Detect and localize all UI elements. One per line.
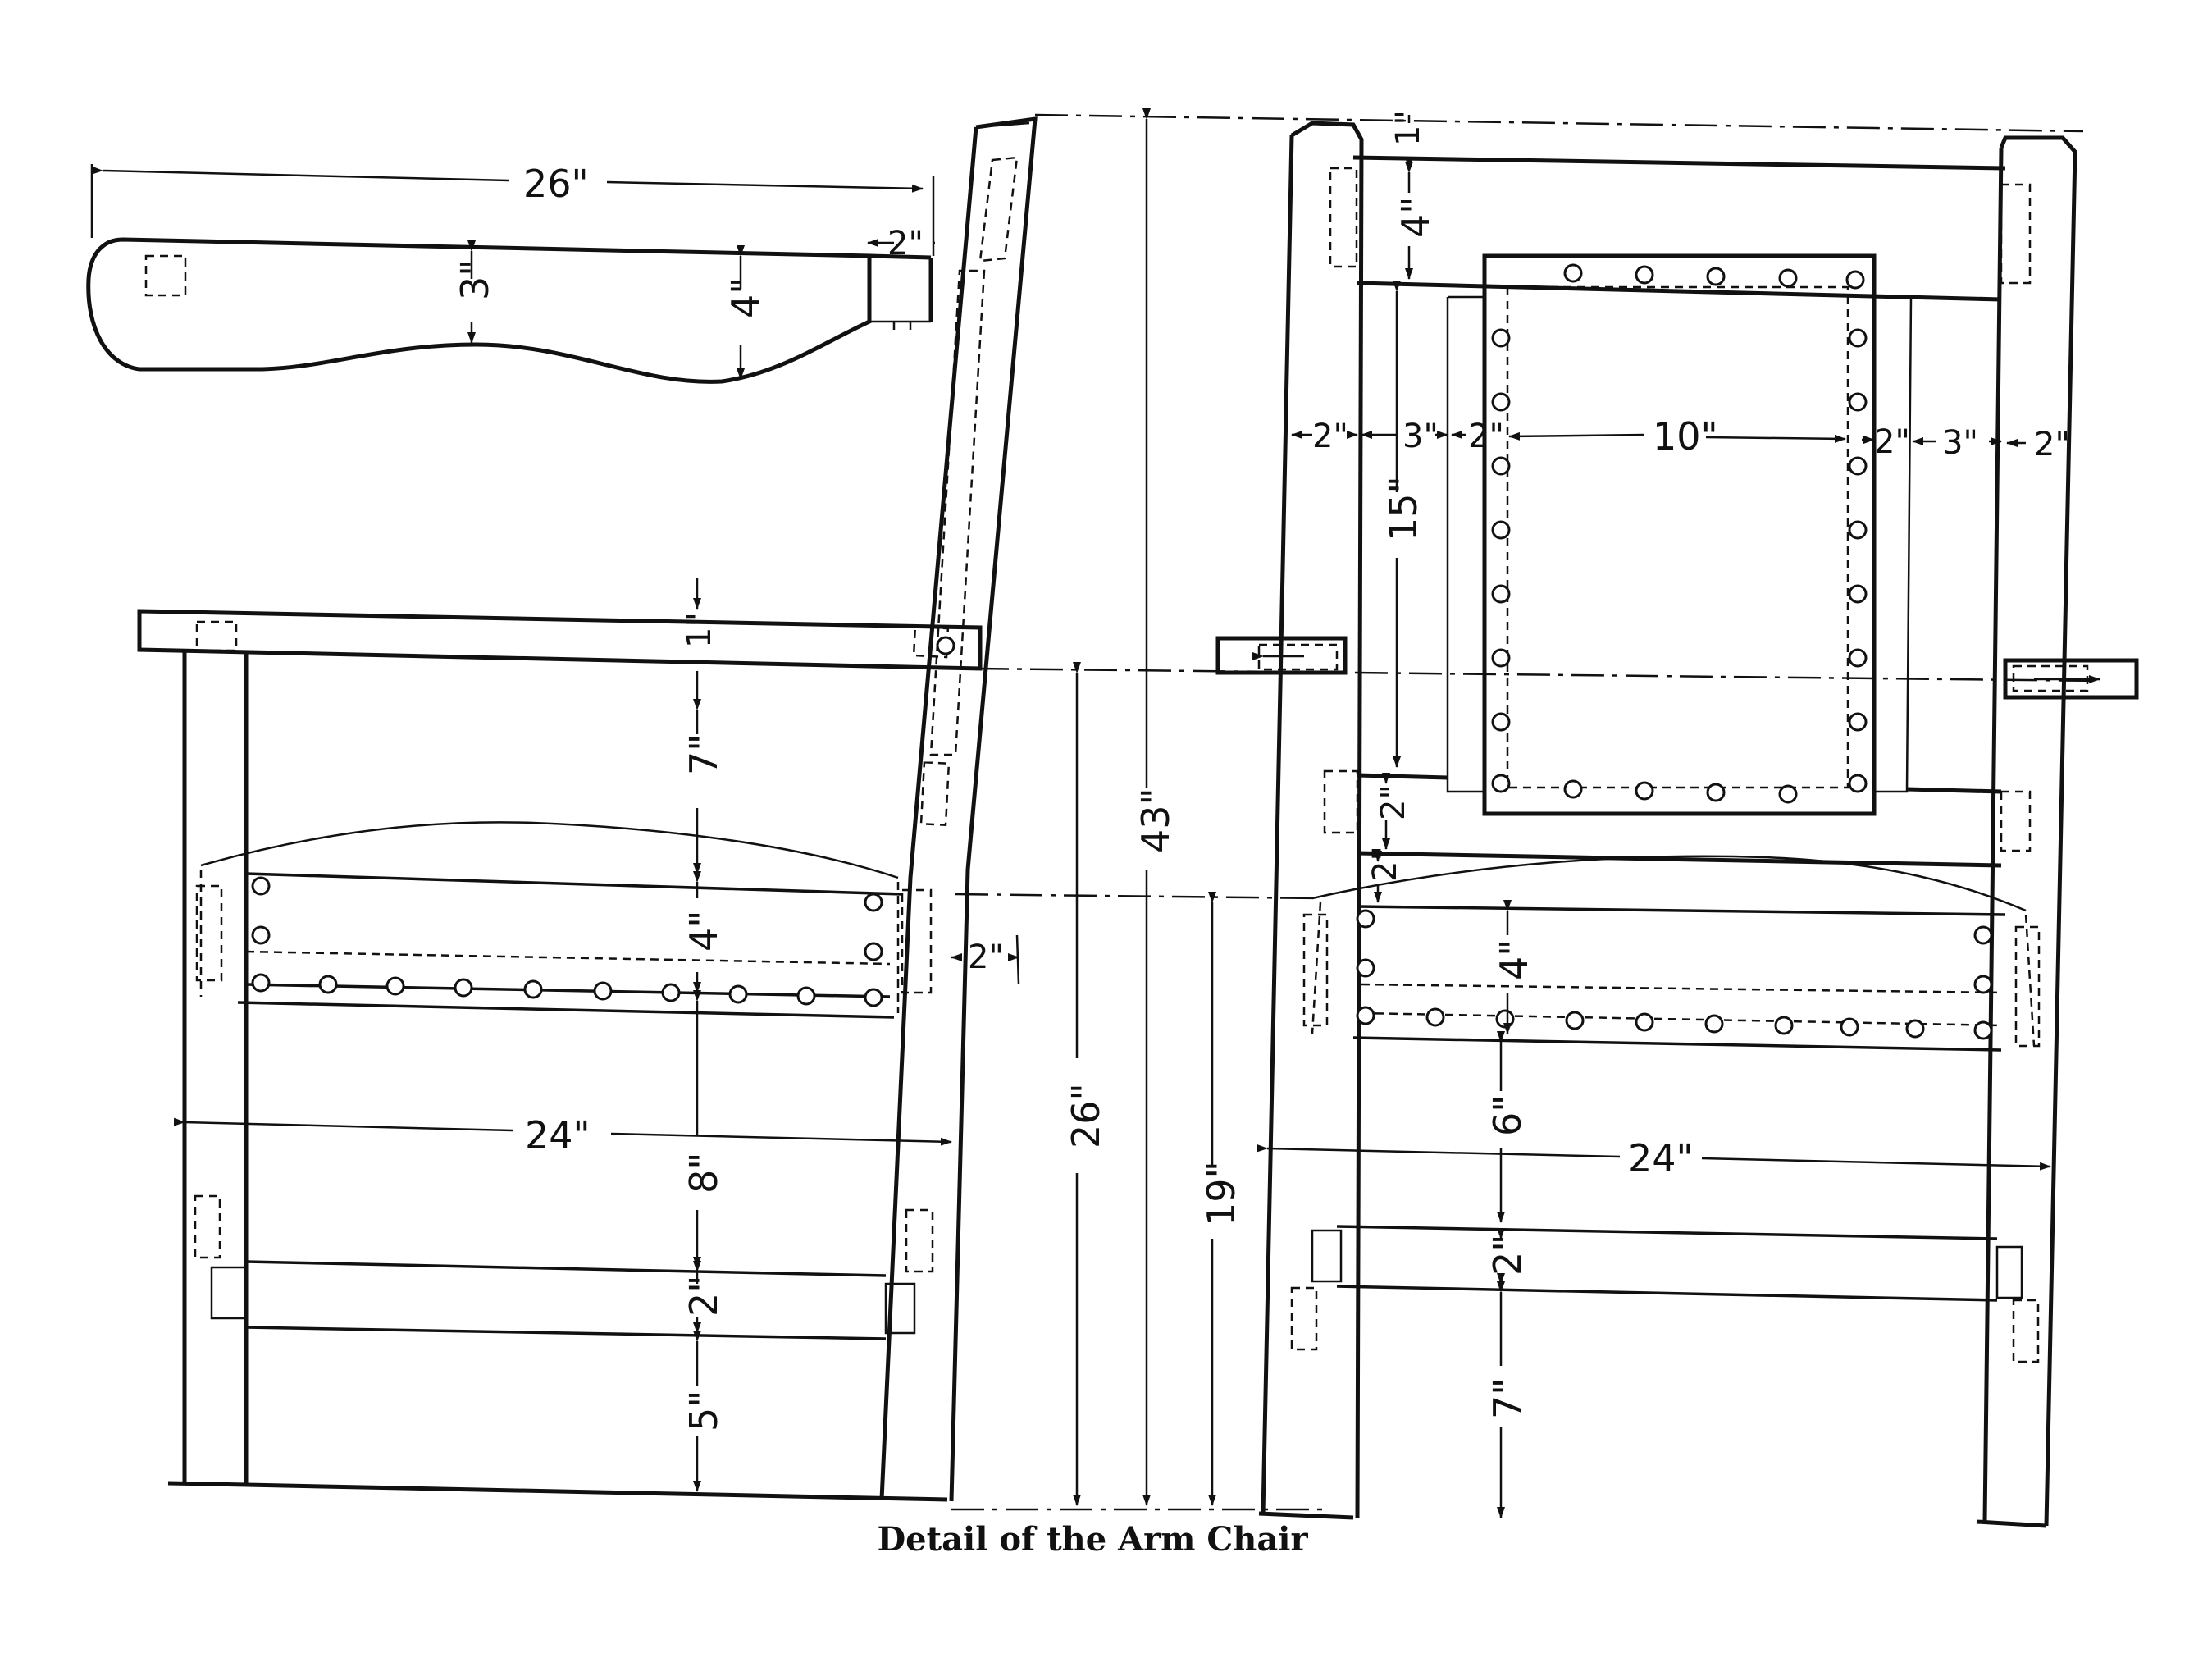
dim-back-panel-width: 10" <box>1653 414 1718 459</box>
dim-seat-height: 26" <box>1064 1083 1108 1148</box>
back-panel-tacks <box>1491 263 1868 804</box>
arm-plan: 26" 2" 3" 4" <box>86 162 935 384</box>
dim-total-height: 43" <box>1133 788 1178 853</box>
dim-side-bottom: 5" <box>682 1390 726 1431</box>
center-height-dimensions: 26" 43" 19" <box>951 108 2100 1511</box>
dim-back-top-gap: 1" <box>1389 110 1427 146</box>
dim-back-seat-gap: 2" <box>1366 846 1404 882</box>
dim-front-height: 19" <box>1199 1161 1243 1226</box>
dim-back-post-offset: 2" <box>968 938 1004 976</box>
dim-back-post-right: 2" <box>2034 426 2070 463</box>
dim-back-stretcher: 2" <box>1485 1235 1530 1276</box>
dim-side-gap: 8" <box>682 1153 726 1194</box>
dim-side-rail: 4" <box>682 911 726 952</box>
dim-arm-end: 2" <box>887 225 924 263</box>
dim-side-upper: 7" <box>682 734 726 775</box>
back-rail-tacks <box>1356 909 1993 1040</box>
dim-back-slat-left: 2" <box>1468 418 1504 455</box>
figure-caption: Detail of the Arm Chair <box>877 1520 1308 1559</box>
dim-side-lower-rail: 2" <box>682 1276 726 1317</box>
dim-back-slat-right: 2" <box>1874 423 1910 461</box>
side-elevation: 1" 7" 4" 8" 2" 5" 24" 2" <box>137 116 1038 1502</box>
dim-arm-length: 26" <box>523 162 589 206</box>
dim-back-panel-height: 15" <box>1381 476 1425 541</box>
dim-back-lower-rail: 2" <box>1375 784 1412 820</box>
dim-back-bottom: 7" <box>1485 1378 1530 1419</box>
dim-back-lower-gap: 6" <box>1485 1095 1530 1136</box>
dim-side-width: 24" <box>525 1113 591 1157</box>
back-elevation: 1" 4" 15" 2" 3" 2" 10" 2" 3" 2" 2" 2 <box>1215 110 2139 1528</box>
side-rail-tacks <box>251 876 883 1007</box>
dim-back-width: 24" <box>1628 1136 1694 1180</box>
dim-arm-width: 4" <box>723 277 768 318</box>
dim-back-post-left: 2" <box>1312 418 1348 455</box>
dim-back-gap-right: 3" <box>1942 424 1978 462</box>
dim-arm-thickness: 1" <box>681 612 718 648</box>
dim-arm-waist: 3" <box>453 259 497 300</box>
dim-back-top-rail: 4" <box>1393 197 1438 238</box>
dim-back-seat-rail: 4" <box>1492 939 1536 980</box>
dim-back-gap-left: 3" <box>1402 418 1439 455</box>
